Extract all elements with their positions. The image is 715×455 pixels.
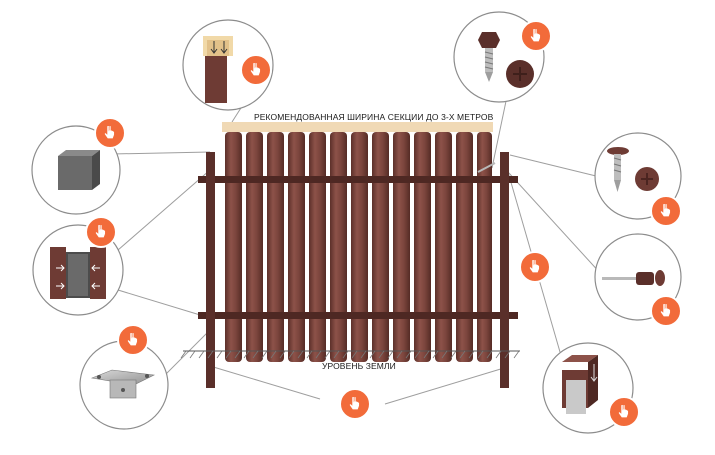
screw-illustration bbox=[478, 32, 534, 88]
hotspot-u-profile[interactable] bbox=[608, 396, 640, 428]
leader-lines bbox=[111, 62, 603, 405]
top-rail bbox=[198, 176, 518, 183]
picket bbox=[288, 132, 305, 362]
picket bbox=[351, 132, 368, 362]
bracket-illustration bbox=[90, 369, 156, 399]
hotspot-roofing-screw[interactable] bbox=[650, 195, 682, 227]
hotspot-u-cap[interactable] bbox=[240, 54, 272, 86]
rivet-illustration bbox=[602, 270, 665, 286]
left-post bbox=[206, 152, 215, 388]
ground-level-label: УРОВЕНЬ ЗЕМЛИ bbox=[322, 361, 396, 371]
picket bbox=[456, 132, 473, 362]
picket bbox=[246, 132, 263, 362]
hotspot-joint[interactable] bbox=[85, 216, 117, 248]
bottom-rail bbox=[198, 312, 518, 319]
picket bbox=[414, 132, 431, 362]
picket bbox=[393, 132, 410, 362]
roofing-screw-illustration bbox=[607, 147, 659, 192]
post-cap-illustration bbox=[58, 150, 100, 190]
picket bbox=[477, 132, 492, 362]
picket bbox=[372, 132, 389, 362]
picket bbox=[330, 132, 347, 362]
ground-hatching bbox=[180, 350, 520, 359]
hotspot-rivet[interactable] bbox=[650, 295, 682, 327]
section-width-board bbox=[222, 122, 493, 132]
picket bbox=[225, 132, 242, 362]
right-post bbox=[500, 152, 509, 388]
hotspot-fence-right[interactable] bbox=[519, 251, 551, 283]
screw-marker bbox=[477, 162, 496, 173]
picket-group bbox=[225, 132, 492, 362]
hotspot-ground[interactable] bbox=[339, 388, 371, 420]
hotspot-screw[interactable] bbox=[520, 20, 552, 52]
u-cap-illustration bbox=[203, 36, 233, 103]
hotspot-bracket[interactable] bbox=[117, 324, 149, 356]
picket bbox=[267, 132, 284, 362]
picket bbox=[435, 132, 452, 362]
section-width-label: РЕКОМЕНДОВАННАЯ ШИРИНА СЕКЦИИ ДО 3-Х МЕТ… bbox=[254, 112, 494, 122]
picket bbox=[309, 132, 326, 362]
joint-illustration bbox=[50, 247, 106, 299]
u-profile-illustration bbox=[562, 355, 598, 414]
hotspot-post-cap[interactable] bbox=[94, 117, 126, 149]
